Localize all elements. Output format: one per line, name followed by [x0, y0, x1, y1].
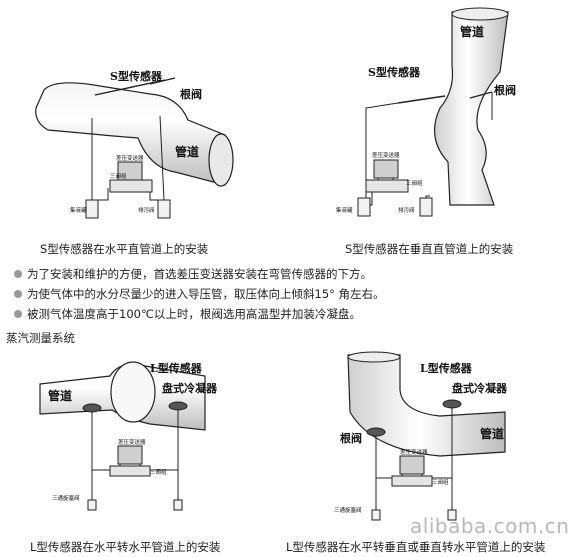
drain-box	[419, 197, 433, 217]
caption-s-vertical: S型传感器在垂直直管道上的安装	[345, 242, 514, 256]
d4-manifold-label: 三阀组	[432, 478, 449, 486]
pipe-top	[347, 351, 401, 363]
manifold-block	[109, 465, 151, 477]
condenser-left	[366, 427, 386, 437]
condenser-left	[82, 403, 102, 413]
d2-manifold-label: 三阀组	[406, 179, 423, 187]
bullet-icon	[14, 310, 22, 318]
bullet-icon	[14, 270, 22, 278]
drain-box	[157, 199, 171, 219]
note-item: 为了安装和维护的方便，首选差压变送器安装在弯管传感器的下方。	[14, 266, 372, 282]
pipe-body	[433, 11, 509, 206]
d1-valve-label: 根阀	[180, 87, 202, 101]
d1-sensor-label: S型传感器	[110, 69, 163, 83]
pipe-end	[110, 361, 156, 423]
pipe-body	[35, 82, 226, 186]
diagram-s-vertical: 管道 S型传感器 根阀 差压变送器 三阀组 集液罐 排污阀	[336, 7, 516, 217]
note-item: 为使气体中的水分尽量少的进入导压管，取压体向上倾斜15° 角左右。	[14, 286, 385, 302]
caption-l-horizontal: L型传感器在水平转水平管道上的安装	[30, 540, 221, 554]
d2-sensor-label: S型传感器	[368, 65, 421, 79]
d4-sensor-label: L型传感器	[420, 361, 473, 375]
sensor-probe	[397, 91, 493, 104]
diagram-l-vertical: L型传感器 盘式冷凝器 根阀 管道 差压变送器 三阀组 三通旋塞阀	[334, 351, 508, 521]
diagram-l-horizontal: L型传感器 盘式冷凝器 管道 差压变送器 三阀组 三通旋塞阀	[39, 361, 218, 511]
d3-transmitter-label: 差压变送器	[118, 438, 146, 446]
condenser-right	[168, 401, 188, 411]
drain-valve-left	[87, 499, 97, 511]
manifold-block	[391, 475, 433, 487]
drain-valve-right	[447, 509, 457, 521]
transmitter-body	[399, 455, 425, 475]
d1-pipe-label: 管道	[175, 144, 199, 159]
pipe-end	[208, 133, 234, 187]
d1-tank-label: 集液罐	[70, 206, 87, 214]
transmitter-body	[117, 445, 143, 465]
d3-sensor-label: L型传感器	[150, 361, 203, 375]
sensor-probe	[94, 77, 176, 96]
left-tank	[357, 197, 371, 217]
condenser-right	[442, 399, 462, 409]
diagram-s-horizontal: S型传感器 根阀 管道 差压变送器 三阀组 集液罐 排污阀	[35, 69, 234, 219]
caption-s-horizontal: S型传感器在水平直管道上的安装	[40, 242, 209, 256]
note-text: 被测气体温度高于100℃以上时，根阀选用高温型并加装冷凝盘。	[27, 307, 361, 321]
pipe-body	[347, 354, 506, 457]
note-text: 为了安装和维护的方便，首选差压变送器安装在弯管传感器的下方。	[27, 267, 372, 281]
manifold-block	[365, 179, 409, 193]
d2-pipe-label: 管道	[460, 24, 484, 39]
note-text: 为使气体中的水分尽量少的进入导压管，取压体向上倾斜15° 角左右。	[27, 287, 385, 301]
d3-condenser-label: 盘式冷凝器	[162, 381, 218, 395]
d4-valve-label: 根阀	[340, 431, 362, 445]
d4-pipe-label: 管道	[480, 426, 504, 441]
d2-valve-label: 根阀	[494, 83, 516, 97]
impulse-lines	[91, 115, 165, 201]
d1-drain-label: 排污阀	[138, 206, 155, 214]
impulse-lines	[365, 92, 493, 206]
d2-drain-label: 排污阀	[398, 206, 415, 214]
bullet-icon	[14, 290, 22, 298]
d1-transmitter-label: 差压变送器	[116, 154, 144, 162]
d3-drain-label: 三通旋塞阀	[52, 494, 80, 502]
d4-condenser-label: 盘式冷凝器	[452, 381, 508, 395]
caption-l-vertical: L型传感器在水平转垂直或垂直转水平管道上的安装	[286, 540, 546, 554]
left-tank	[85, 199, 99, 219]
d2-transmitter-label: 差压变送器	[372, 151, 400, 159]
transmitter-body	[373, 159, 399, 179]
d1-manifold-label: 三阀组	[110, 172, 127, 180]
d3-pipe-label: 管道	[48, 388, 72, 403]
pipe-top	[451, 7, 509, 21]
note-item: 被测气体温度高于100℃以上时，根阀选用高温型并加装冷凝盘。	[14, 306, 361, 322]
watermark: alibaba.com.cn	[410, 514, 570, 538]
manifold-block	[109, 179, 153, 193]
d4-drain-label: 三通旋塞阀	[334, 506, 362, 514]
drain-valve-right	[173, 499, 183, 511]
section-title: 蒸汽测量系统	[6, 331, 75, 345]
d3-manifold-label: 三阀组	[150, 468, 167, 476]
d4-transmitter-label: 差压变送器	[400, 448, 428, 456]
d2-tank-label: 集液罐	[336, 206, 353, 214]
drain-valve-left	[371, 509, 381, 521]
